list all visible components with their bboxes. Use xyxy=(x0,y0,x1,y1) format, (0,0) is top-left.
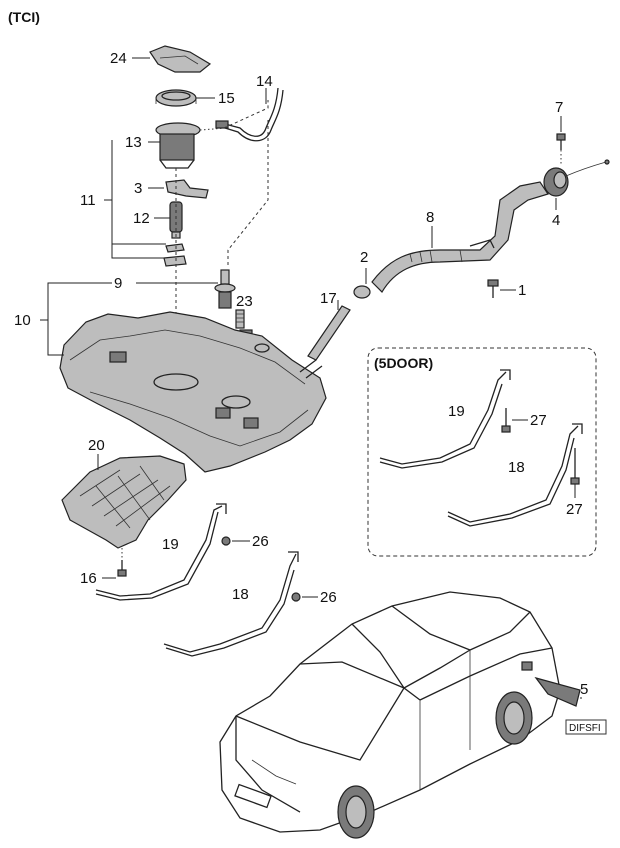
callout-14: 14 xyxy=(256,73,273,90)
callout-3: 3 xyxy=(134,180,142,197)
callout-16: 16 xyxy=(80,570,97,587)
part-11-sub-parts xyxy=(163,243,187,267)
callout-15: 15 xyxy=(218,90,235,107)
part-26-bolt-a xyxy=(221,536,231,546)
callout-9: 9 xyxy=(114,275,122,292)
part-26-bolt-b xyxy=(291,592,301,602)
part-7-screw xyxy=(556,133,566,164)
inset-part-27-bolt-b xyxy=(570,448,580,485)
part-9-valve xyxy=(214,269,236,309)
callout-4: 4 xyxy=(552,212,560,229)
callout-11: 11 xyxy=(80,192,96,209)
five-door-inset: (5DOOR) 19 27 18 27 xyxy=(367,347,597,557)
callout-17: 17 xyxy=(320,290,337,307)
callout-5: 5 xyxy=(580,681,588,698)
part-15-lock-ring xyxy=(155,89,197,107)
callout-13: 13 xyxy=(125,134,142,151)
callout-19: 19 xyxy=(162,536,179,553)
variant-label: (TCI) xyxy=(8,9,40,25)
part-17-filler-tube xyxy=(299,305,351,379)
callout-20: 20 xyxy=(88,437,105,454)
callout-26-a: 26 xyxy=(252,533,269,550)
inset-part-27-bolt-a xyxy=(501,408,511,433)
inset-part-19-strap xyxy=(379,369,511,469)
part-8-filler-neck xyxy=(371,181,549,293)
inset-callout-19: 19 xyxy=(448,403,465,420)
callout-12: 12 xyxy=(133,210,150,227)
part-1-bolt xyxy=(487,279,499,298)
part-13-pump-module xyxy=(155,122,227,169)
part-19-strap xyxy=(95,503,227,601)
part-18-strap xyxy=(163,551,299,657)
inset-label: (5DOOR) xyxy=(374,355,433,371)
part-2-clamp xyxy=(353,285,371,299)
ref-code: DIFSFI xyxy=(569,723,601,734)
part-12-filter xyxy=(169,201,183,239)
callout-2: 2 xyxy=(360,249,368,266)
part-10-fuel-tank xyxy=(59,311,327,473)
part-16-bolt xyxy=(117,548,127,577)
part-24-cover-plate xyxy=(149,45,212,73)
inset-callout-18: 18 xyxy=(508,459,525,476)
callout-7: 7 xyxy=(555,99,563,116)
inset-callout-27-a: 27 xyxy=(530,412,547,429)
callout-10: 10 xyxy=(14,312,31,329)
inset-part-18-strap xyxy=(447,423,583,527)
ref-code-box xyxy=(565,719,607,735)
inset-callout-27-b: 27 xyxy=(566,501,583,518)
part-20-heat-shield xyxy=(61,455,187,549)
callout-26-b: 26 xyxy=(320,589,337,606)
part-3-bracket xyxy=(165,179,209,199)
callout-8: 8 xyxy=(426,209,434,226)
callout-24: 24 xyxy=(110,50,127,67)
part-14-hose xyxy=(215,87,284,142)
car-illustration xyxy=(219,591,581,839)
callout-1: 1 xyxy=(518,282,526,299)
part-4-fuel-cap xyxy=(543,159,610,197)
callout-18: 18 xyxy=(232,586,249,603)
callout-23: 23 xyxy=(236,293,253,310)
